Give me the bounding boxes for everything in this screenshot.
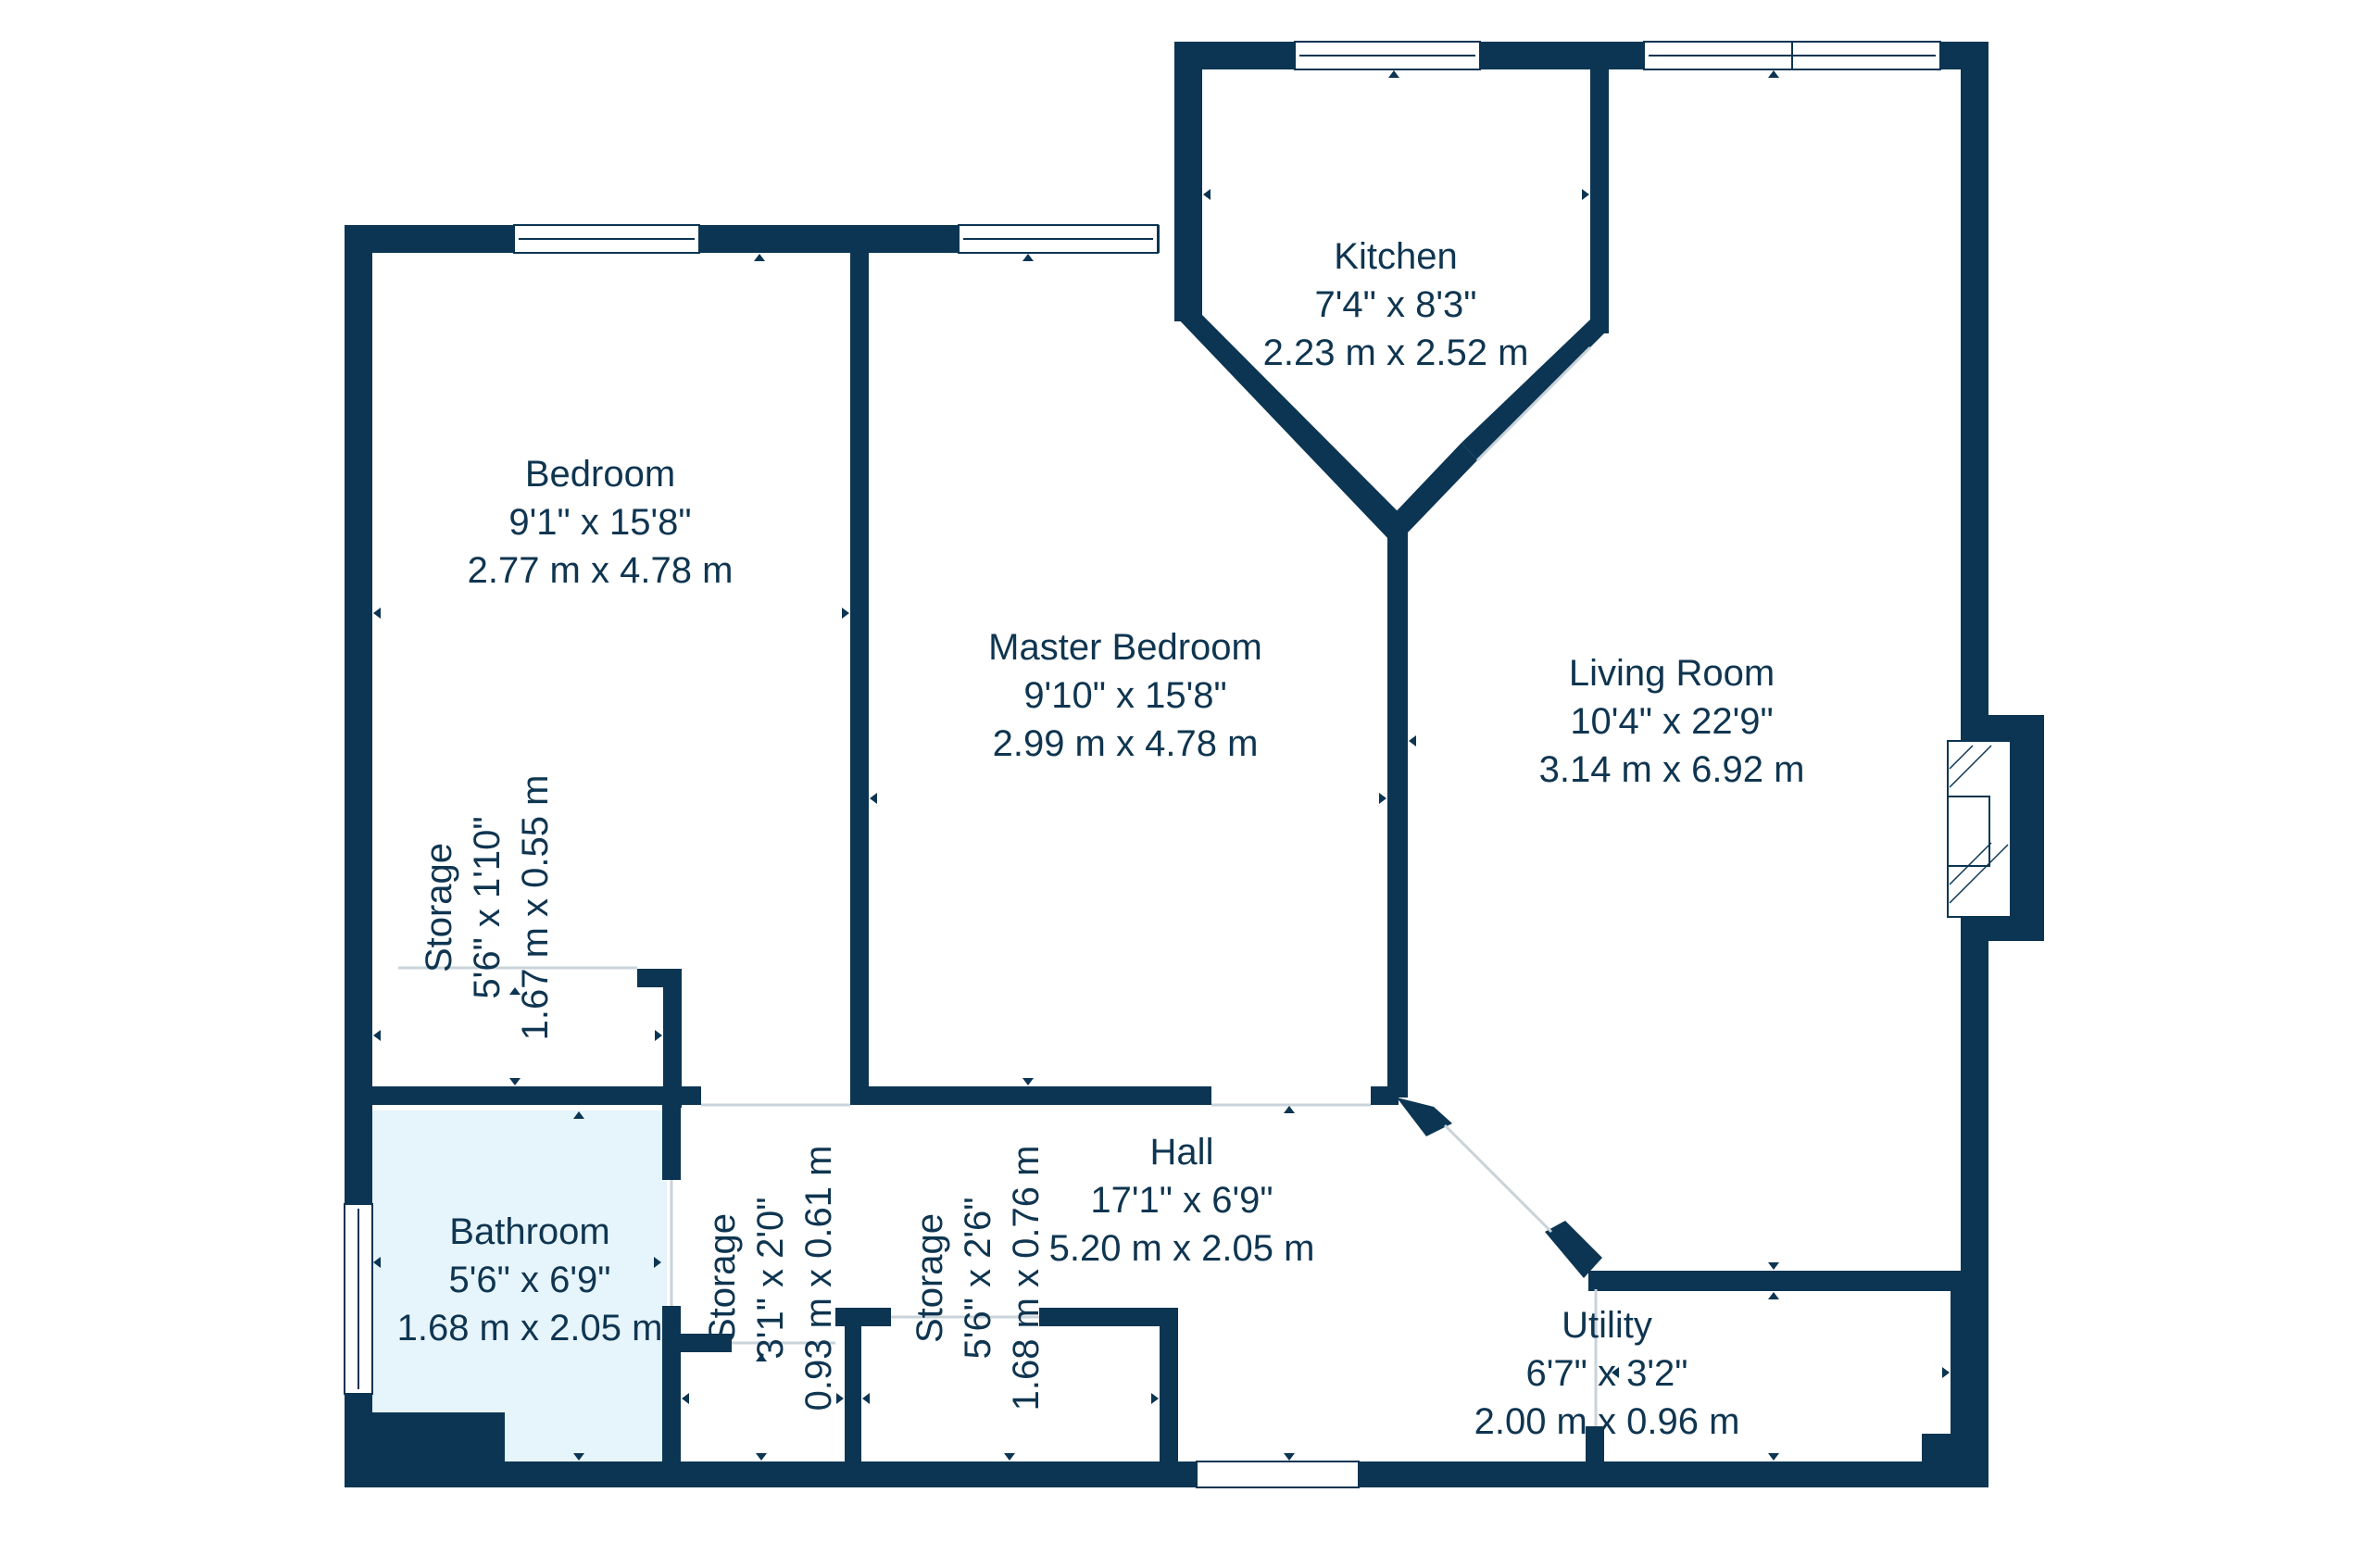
bathroom-floor: [371, 1110, 667, 1461]
room-metric: 0.93 m x 0.61 m: [798, 1146, 839, 1411]
room-utility: Utility 6'7" x 3'2" 2.00 m x 0.96 m: [1474, 1305, 1740, 1442]
room-imperial: 6'7" x 3'2": [1526, 1353, 1688, 1394]
room-imperial: 5'6" x 2'6": [958, 1198, 998, 1360]
room-name: Storage: [910, 1213, 950, 1343]
windows: [344, 41, 1941, 1488]
room-storage-1: Storage 5'6" x 1'10" 1.67 m x 0.55 m: [419, 775, 556, 1041]
room-metric: 1.67 m x 0.55 m: [515, 775, 556, 1041]
room-storage-3: Storage 5'6" x 2'6" 1.68 m x 0.76 m: [910, 1146, 1047, 1411]
room-imperial: 9'10" x 15'8": [1023, 675, 1226, 716]
room-name: Utility: [1562, 1305, 1652, 1346]
room-metric: 2.77 m x 4.78 m: [468, 550, 734, 591]
room-metric: 1.68 m x 2.05 m: [397, 1308, 663, 1348]
walls: [345, 42, 2044, 1487]
fireplace: [1947, 740, 2012, 918]
room-storage-2: Storage 3'1" x 2'0" 0.93 m x 0.61 m: [702, 1146, 839, 1411]
room-kitchen: Kitchen 7'4" x 8'3" 2.23 m x 2.52 m: [1263, 236, 1529, 373]
room-metric: 2.99 m x 4.78 m: [993, 723, 1259, 764]
room-name: Storage: [419, 843, 459, 972]
room-living-room: Living Room 10'4" x 22'9" 3.14 m x 6.92 …: [1539, 653, 1805, 790]
room-imperial: 5'6" x 6'9": [449, 1260, 611, 1300]
room-name: Storage: [702, 1213, 743, 1343]
room-metric: 2.23 m x 2.52 m: [1263, 332, 1529, 373]
room-metric: 1.68 m x 0.76 m: [1006, 1146, 1047, 1411]
door-openings: [398, 345, 1598, 1426]
room-name: Master Bedroom: [988, 627, 1262, 668]
room-master-bedroom: Master Bedroom 9'10" x 15'8" 2.99 m x 4.…: [988, 627, 1262, 764]
room-bathroom: Bathroom 5'6" x 6'9" 1.68 m x 2.05 m: [397, 1211, 663, 1348]
room-metric: 5.20 m x 2.05 m: [1049, 1228, 1315, 1269]
room-imperial: 5'6" x 1'10": [467, 816, 508, 998]
room-metric: 3.14 m x 6.92 m: [1539, 749, 1805, 790]
room-name: Bedroom: [525, 454, 675, 495]
room-imperial: 17'1" x 6'9": [1090, 1180, 1273, 1221]
room-name: Living Room: [1569, 653, 1775, 694]
room-bedroom: Bedroom 9'1" x 15'8" 2.77 m x 4.78 m: [468, 454, 734, 591]
room-name: Kitchen: [1334, 236, 1457, 277]
room-name: Bathroom: [449, 1211, 609, 1252]
room-metric: 2.00 m x 0.96 m: [1474, 1401, 1740, 1442]
room-name: Hall: [1150, 1132, 1214, 1173]
room-imperial: 9'1" x 15'8": [508, 502, 691, 543]
room-hall: Hall 17'1" x 6'9" 5.20 m x 2.05 m: [1049, 1132, 1315, 1269]
room-imperial: 3'1" x 2'0": [750, 1198, 791, 1360]
dimension-markers: [373, 70, 1950, 1461]
room-imperial: 10'4" x 22'9": [1570, 701, 1773, 742]
room-imperial: 7'4" x 8'3": [1315, 284, 1477, 325]
